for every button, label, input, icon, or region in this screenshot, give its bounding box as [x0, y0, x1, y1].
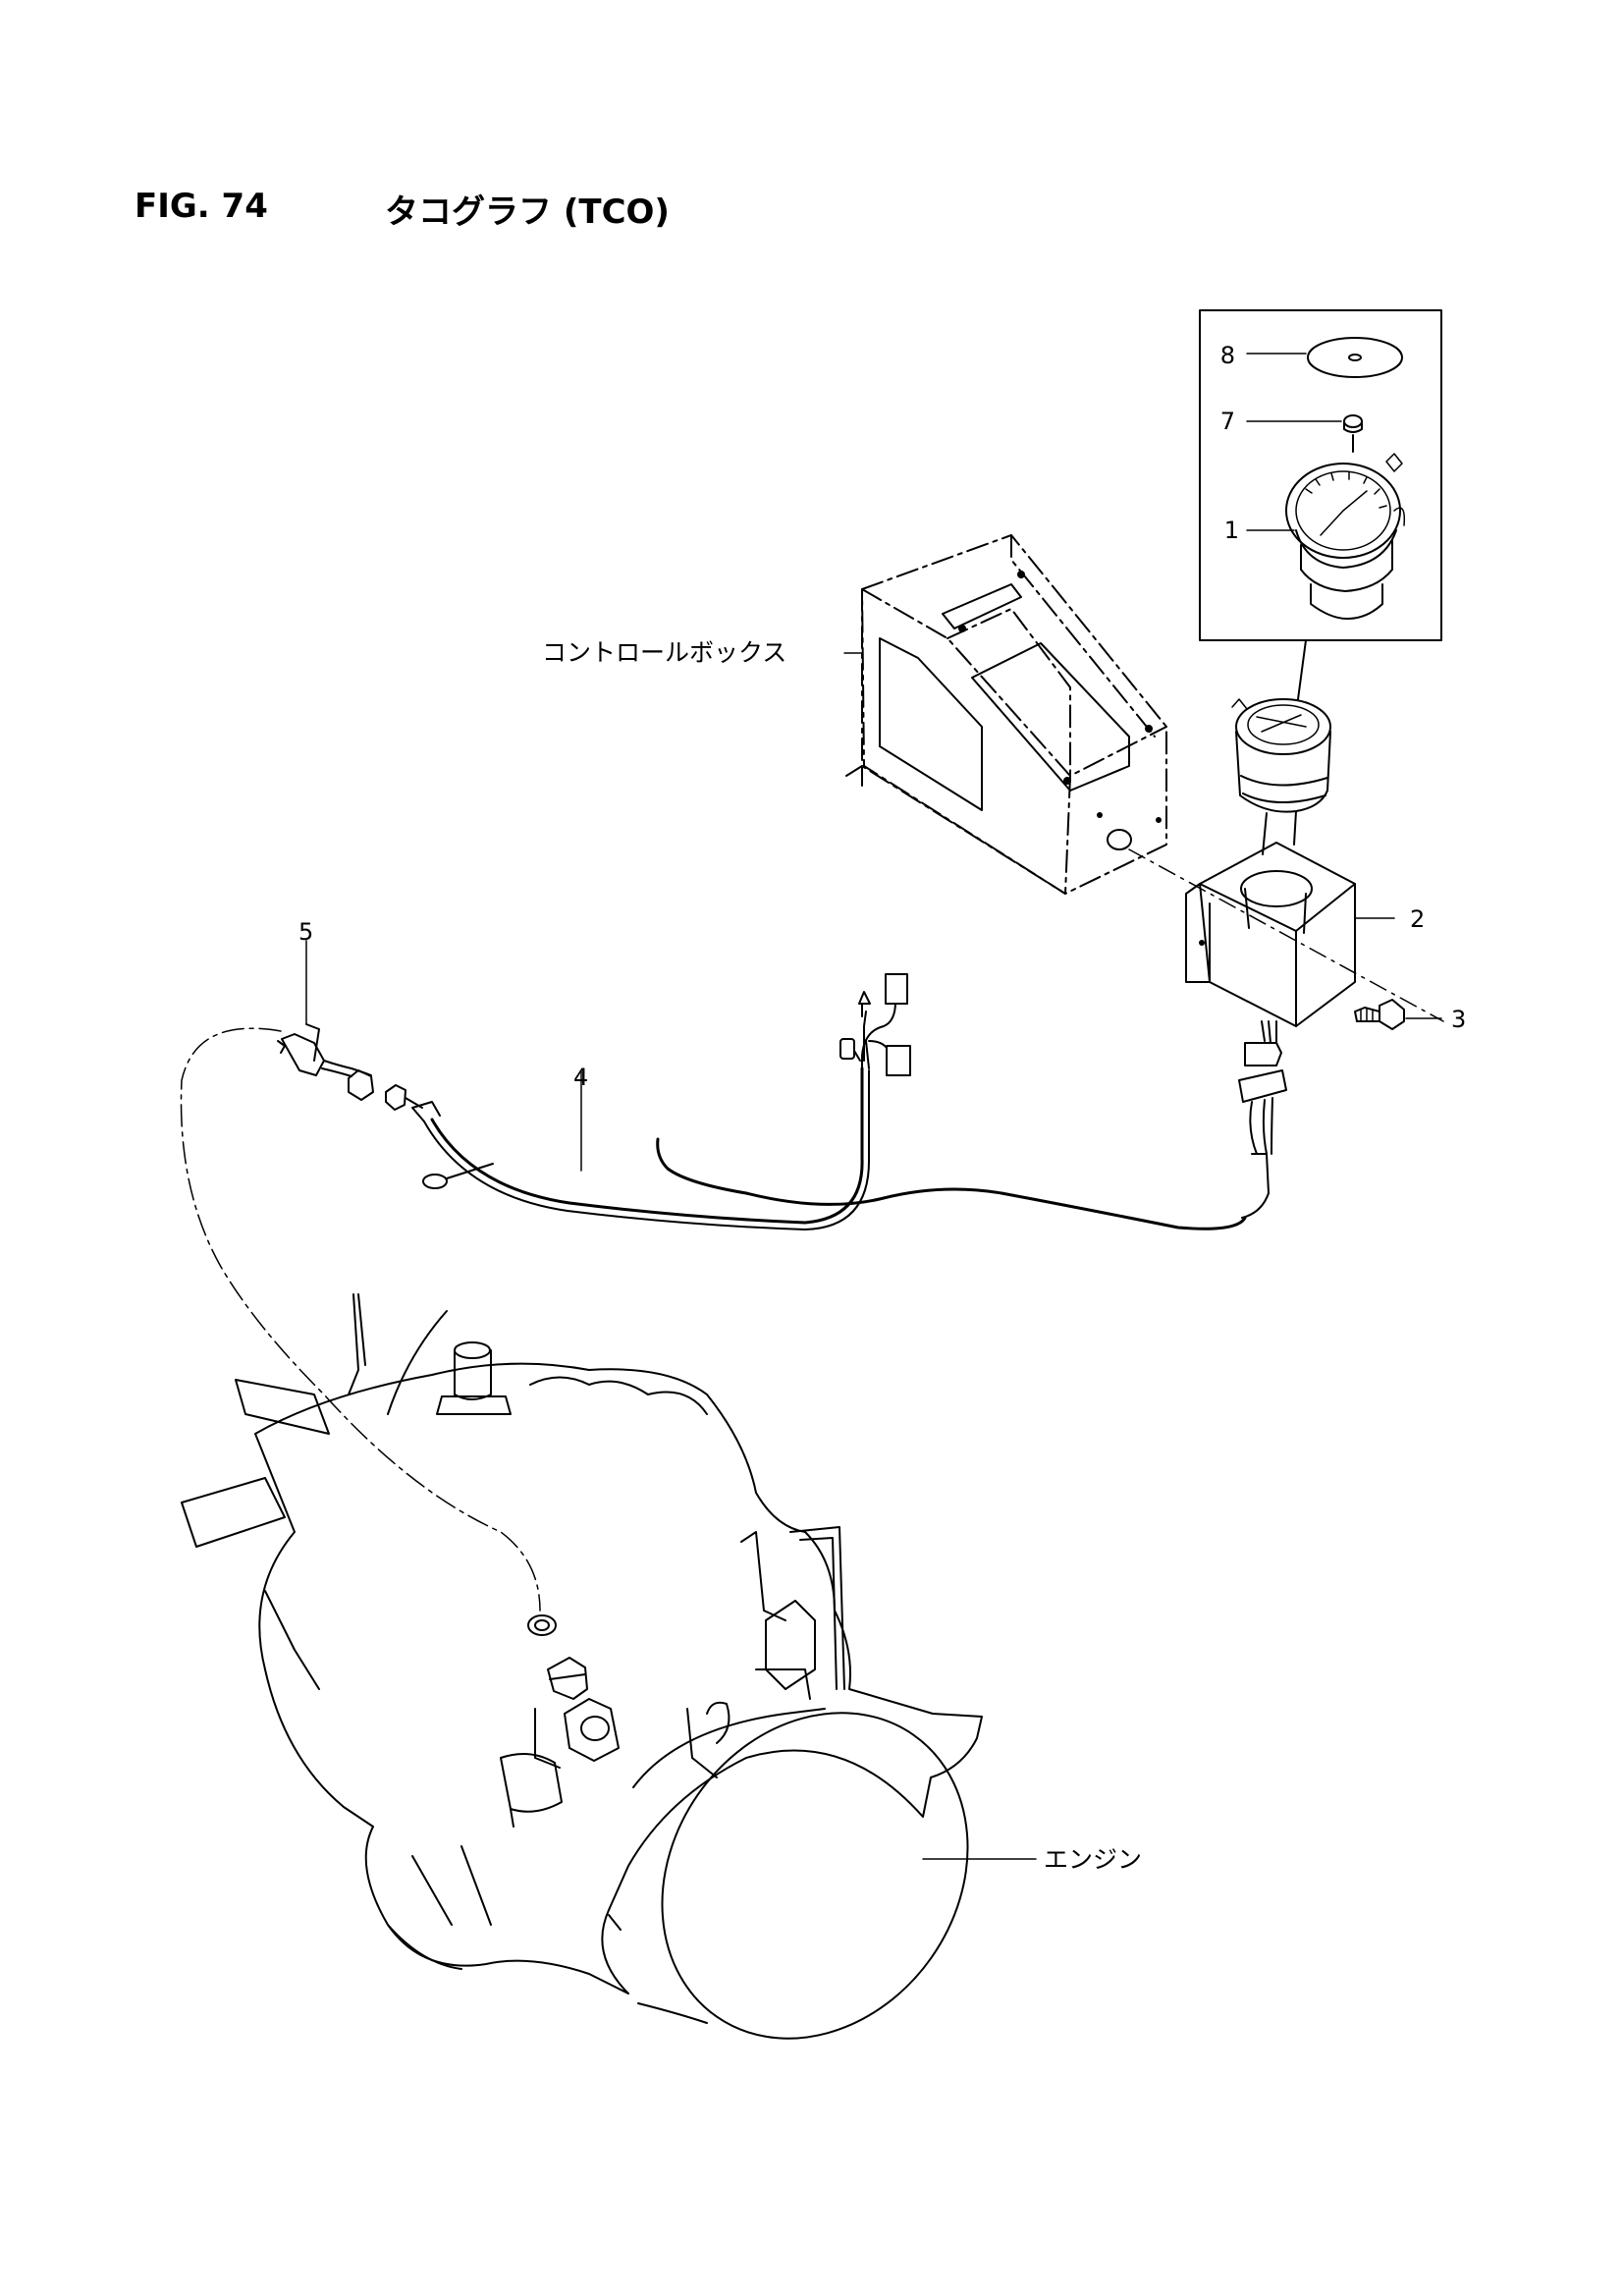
- bracket-part-2: [1185, 842, 1356, 1027]
- control-box: [845, 534, 1444, 1022]
- inset-leaders: [1246, 353, 1342, 531]
- control-box-label: コントロールボックス: [542, 638, 786, 667]
- harness-connectors: [1238, 1020, 1287, 1219]
- cap-part-7: [1343, 414, 1363, 428]
- callout-2: 2: [1410, 905, 1425, 933]
- gauge-assembled: [1231, 698, 1331, 855]
- screw-part-3: [1354, 999, 1405, 1030]
- engine-label: エンジン: [1044, 1845, 1142, 1874]
- detail-inset: [1199, 309, 1442, 700]
- chart-disc-part-8: [1307, 337, 1403, 378]
- sensor-part-5: [277, 1023, 423, 1111]
- callout-4: 4: [573, 1064, 588, 1091]
- callout-8-label: 8: [1220, 342, 1235, 369]
- flywheel-housing: [661, 1712, 969, 2040]
- callout-7: 7: [1220, 408, 1235, 435]
- sensor-route-line: [180, 1027, 541, 1612]
- wire-harness-part-4: [411, 973, 1247, 1230]
- callout-5: 5: [298, 918, 313, 946]
- callout-1: 1: [1224, 517, 1239, 544]
- sensor-port-gasket: [527, 1614, 557, 1636]
- figure-number: FIG. 74: [135, 187, 268, 226]
- callout-numbers: 7 1 2 3 4 5: [298, 408, 1466, 1091]
- figure-title: タコグラフ (TCO): [385, 192, 670, 232]
- engine: [181, 1293, 983, 2040]
- tachograph-gauge-part-1: [1285, 453, 1406, 620]
- callout-3: 3: [1451, 1006, 1466, 1033]
